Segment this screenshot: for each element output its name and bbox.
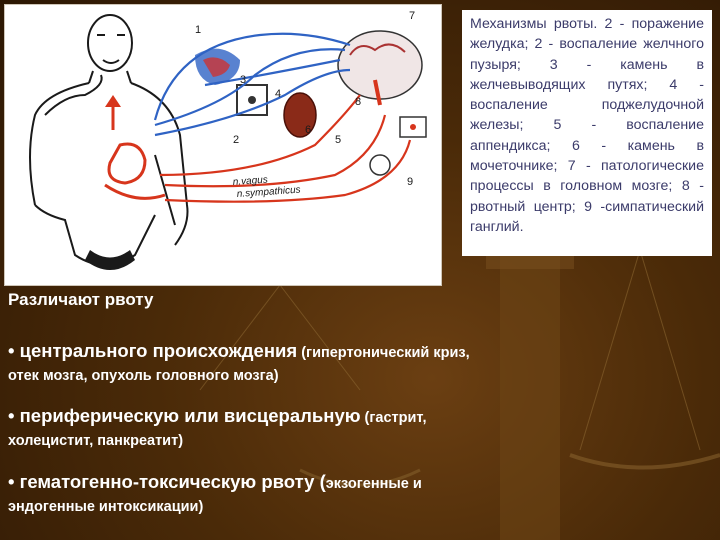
bullet-peripheral-note: (гастрит, xyxy=(360,410,427,426)
diagram-label-1: 1 xyxy=(195,24,201,36)
human-figure-icon xyxy=(29,14,189,266)
diagram-label-9: 9 xyxy=(407,176,413,188)
bullet-hematogenous-note: экзогенные и xyxy=(325,476,422,492)
underwear-icon xyxy=(85,250,135,270)
bullet-hematogenous-main: • гематогенно-токсическую рвоту ( xyxy=(8,471,326,492)
bullet-peripheral-main: • периферическую или висцеральную xyxy=(8,405,361,426)
kidney-icon xyxy=(283,92,317,138)
bullet-hematogenous: • гематогенно-токсическую рвоту (экзоген… xyxy=(8,471,698,515)
bullet-central-main: • центрального происхождения xyxy=(8,340,298,361)
bullet-peripheral: • периферическую или висцеральную (гастр… xyxy=(8,405,698,449)
label-n-vagus: n.vagus xyxy=(232,175,268,188)
diagram-label-3: 3 xyxy=(240,74,246,86)
diagram-label-2: 2 xyxy=(233,134,239,146)
stomach-icon xyxy=(107,142,147,185)
diagram-caption: Механизмы рвоты. 2 - поражение желудка; … xyxy=(462,10,712,256)
content-heading: Различают рвоту xyxy=(8,290,154,309)
diagram-label-7: 7 xyxy=(409,10,415,22)
ganglion-icon xyxy=(369,154,391,176)
vomiting-center-icon xyxy=(399,116,427,138)
bullet-peripheral-line2: холецистит, панкреатит) xyxy=(8,433,184,449)
label-n-sympathicus: n.sympathicus xyxy=(236,185,301,200)
diagram-label-4: 4 xyxy=(275,88,281,100)
brain-icon xyxy=(337,30,423,106)
bullet-hematogenous-line2: эндогенные интоксикации) xyxy=(8,499,204,515)
vomiting-mechanism-diagram: 7 1 2 3 4 5 6 8 9 n.vagus n.sympathicus xyxy=(4,4,442,286)
diagram-label-5: 5 xyxy=(335,134,341,146)
bullet-central-line2: отек мозга, опухоль головного мозга) xyxy=(8,368,279,384)
gallbladder-icon xyxy=(236,84,268,116)
bullet-central: • центрального происхождения (гипертонич… xyxy=(8,340,698,384)
diagram-illustration: 7 1 2 3 4 5 6 8 9 n.vagus n.sympathicus xyxy=(29,10,427,270)
diagram-label-6: 6 xyxy=(305,124,311,136)
bullet-central-note: (гипертонический криз, xyxy=(297,345,470,361)
diagram-label-8: 8 xyxy=(355,96,361,108)
